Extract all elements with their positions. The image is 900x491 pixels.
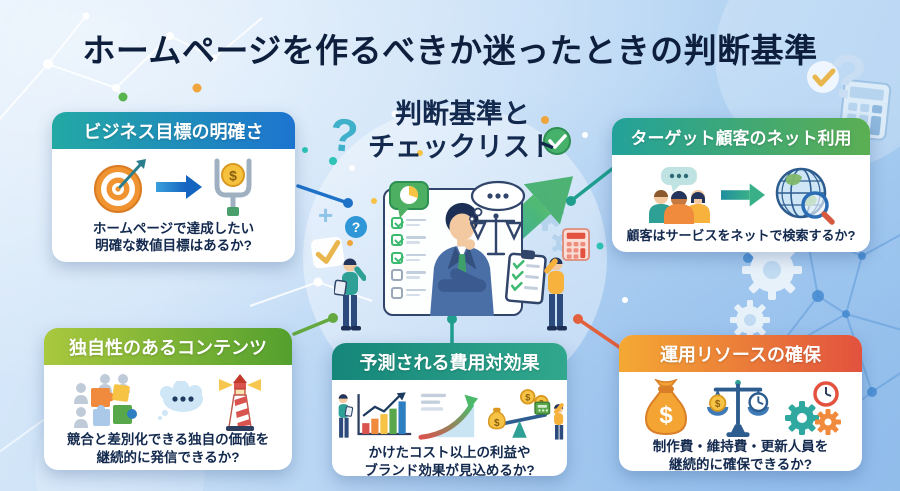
card-header: ビジネス目標の明確さ [52,112,295,149]
checklist-item-unchecked [391,269,433,282]
svg-text:$: $ [659,402,673,429]
scale-money-time-icon: $ [706,379,769,438]
checklist-illustration-card [383,188,523,316]
checklist-item-checked [391,251,433,264]
pie-chart-bubble-icon [389,181,429,218]
page-title: ホームページを作るべきか迷ったときの判断基準 [82,32,818,69]
calculator-red-icon [562,228,590,261]
goal-post-coin-icon: $ [214,158,251,217]
checklist-item-checked [391,216,433,229]
gears-right-icon [730,240,802,340]
card-header: 独自性のあるコンテンツ [44,328,292,365]
card-operational-resources: 運用リソースの確保 $ [619,335,862,472]
plus-icon: + [318,200,334,230]
card-business-goals: ビジネス目標の明確さ [52,112,295,262]
card-question: かけたコスト以上の利益や ブランド効果が見込めるか? [364,445,535,478]
card-target-customers: ターゲット顧客のネット利用 [612,118,870,252]
scatter-dots [302,110,628,303]
checklist-item-checked [391,234,433,247]
people-group-icon [649,166,710,224]
center-heading: 判断基準と チェックリスト [368,99,557,162]
svg-text:$: $ [229,168,237,184]
person-right-illustration [544,257,567,331]
card-question: ホームページで達成したい 明確な数値目標はあるか? [92,220,255,254]
svg-text:$: $ [494,418,500,429]
card-header: 運用リソースの確保 [619,335,862,372]
card-question: 制作費・維持費・更新人員を 継続的に確保できるか? [652,439,829,472]
svg-text:$: $ [714,399,720,410]
person-left-illustration [334,258,366,331]
cost-benefit-seesaw-icon: $ $ $ [487,389,564,440]
svg-text:$: $ [525,392,530,402]
globe-search-icon [775,167,835,225]
growth-curve-icon [417,393,478,440]
check-circle-green-icon [543,127,571,155]
arrow-right-icon [155,175,202,200]
connector-lines [292,167,624,351]
question-circle-icon: ? [345,216,367,238]
target-dart-icon [93,159,146,214]
balance-scale-icon [470,213,522,256]
check-circle-yellow-icon [807,61,839,93]
card-header: 予測される費用対効果 [332,343,567,380]
card-cost-effectiveness: 予測される費用対効果 [332,343,567,478]
card-header: ターゲット顧客のネット利用 [612,118,870,155]
lighthouse-icon [219,374,261,431]
thinking-man-illustration [430,202,494,316]
network-nodes-topleft [43,12,218,92]
card-unique-content: 独自性のあるコンテンツ [44,328,292,470]
arrow-right-icon [721,183,765,207]
check-box-yellow-icon [310,236,345,269]
thought-bubble-icon [469,180,526,222]
card-question: 顧客はサービスをネットで検索するか? [626,228,856,244]
puzzle-pieces-icon [74,374,137,428]
checklist-item-unchecked [391,286,433,299]
gears-clock-icon [784,381,841,435]
checklist [391,216,433,299]
thought-dots-icon [158,381,203,420]
analyst-bar-chart-icon [338,392,411,438]
card-question: 競合と差別化できる独自の価値を 継続的に発信できるか? [66,432,270,465]
clipboard-icon [504,249,547,305]
money-bag-icon: $ [644,379,687,436]
